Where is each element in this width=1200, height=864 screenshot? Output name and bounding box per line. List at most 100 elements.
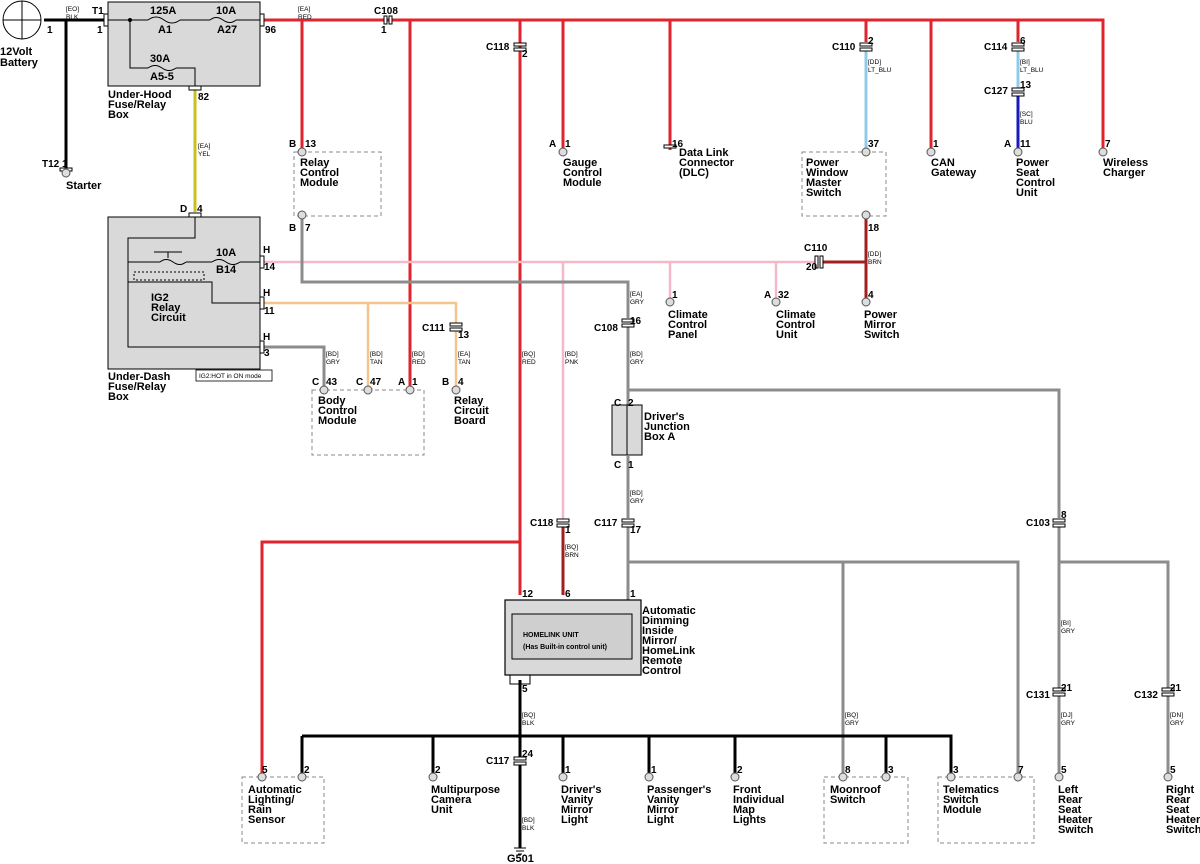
svg-text:43: 43 [326, 377, 338, 388]
svg-text:A: A [398, 377, 405, 388]
svg-text:[BQ]RED: [BQ]RED [522, 351, 536, 366]
svg-text:1: 1 [62, 159, 68, 170]
svg-text:[BD]TAN: [BD]TAN [370, 351, 383, 366]
svg-text:5: 5 [522, 684, 528, 695]
svg-text:[DD]LT_BLU: [DD]LT_BLU [868, 59, 892, 74]
wire-gry-relay [300, 215, 630, 318]
svg-text:[BI]GRY: [BI]GRY [1061, 620, 1076, 635]
svg-text:[BD]BLK: [BD]BLK [522, 817, 535, 832]
svg-text:6: 6 [1020, 36, 1026, 47]
svg-text:A: A [549, 139, 556, 150]
svg-text:1: 1 [47, 25, 53, 36]
svg-text:1: 1 [651, 765, 657, 776]
svg-text:1: 1 [628, 460, 634, 471]
svg-text:[DN]GRY: [DN]GRY [1170, 712, 1185, 727]
svg-text:C110: C110 [804, 243, 828, 254]
svg-text:8: 8 [1061, 510, 1067, 521]
ig2-note-box [195, 369, 273, 382]
svg-text:4: 4 [868, 290, 874, 301]
svg-text:5: 5 [262, 765, 268, 776]
svg-text:C118: C118 [486, 42, 510, 53]
svg-text:[BD]GRY: [BD]GRY [326, 351, 341, 366]
svg-text:B14: B14 [216, 264, 237, 276]
svg-text:C: C [356, 377, 363, 388]
relay-control-module-box [293, 151, 382, 217]
svg-text:32: 32 [778, 290, 790, 301]
svg-text:3: 3 [953, 765, 959, 776]
svg-text:C108: C108 [374, 6, 398, 17]
svg-text:11: 11 [264, 306, 275, 317]
svg-text:13: 13 [305, 139, 317, 150]
svg-text:1: 1 [381, 25, 387, 36]
starter-label: Starter [66, 180, 102, 192]
svg-text:82: 82 [198, 92, 210, 103]
svg-text:7: 7 [1105, 139, 1111, 150]
svg-text:14: 14 [264, 262, 276, 273]
svg-text:7: 7 [1018, 765, 1024, 776]
svg-text:C117: C117 [486, 756, 510, 767]
svg-text:20: 20 [806, 262, 818, 273]
svg-text:7: 7 [305, 223, 311, 234]
wires [44, 18, 1170, 848]
svg-text:C118: C118 [530, 518, 554, 529]
svg-text:16: 16 [630, 316, 642, 327]
battery-icon [2, 0, 42, 40]
svg-text:13: 13 [458, 330, 470, 341]
svg-text:[BD]GRY: [BD]GRY [630, 490, 645, 505]
svg-text:[BD]PNK: [BD]PNK [565, 351, 579, 366]
g501-label: G501 [507, 853, 534, 864]
svg-text:[EA]TAN: [EA]TAN [458, 351, 471, 366]
svg-text:C108: C108 [594, 323, 618, 334]
homelink-text: HOMELINK UNIT(Has Built-in control unit) [523, 632, 607, 651]
wire-code-labels: [EO]BLK [EA]RED [EA]YEL [DD]LT_BLU [BI]L… [66, 6, 1185, 832]
svg-text:A: A [764, 290, 771, 301]
svg-text:H: H [263, 332, 270, 343]
underdash-box [107, 216, 261, 370]
wire-red-auto-light [260, 540, 520, 775]
fuse-icon [209, 17, 237, 23]
svg-text:10A: 10A [216, 247, 236, 259]
svg-text:[EA]GRY: [EA]GRY [630, 291, 645, 306]
svg-text:1: 1 [565, 525, 571, 536]
svg-text:24: 24 [522, 749, 534, 760]
svg-text:2: 2 [522, 49, 528, 60]
auto-light-box [241, 776, 325, 844]
fuse-icon [147, 16, 181, 24]
svg-text:1: 1 [97, 25, 103, 36]
svg-text:T1: T1 [92, 6, 104, 17]
svg-text:A27: A27 [217, 24, 237, 36]
svg-text:1: 1 [672, 290, 678, 301]
connector-labels: T1 T12 C108 C118 C110 C114 C127 C110 C11… [42, 6, 1158, 767]
components [2, 0, 1035, 844]
ig2-note: IG2:HOT in ON mode [199, 373, 262, 380]
svg-text:C103: C103 [1026, 518, 1050, 529]
svg-text:5: 5 [1061, 765, 1067, 776]
svg-text:13: 13 [1020, 80, 1032, 91]
svg-text:B: B [442, 377, 449, 388]
svg-text:C111: C111 [422, 323, 445, 334]
svg-text:47: 47 [370, 377, 382, 388]
svg-text:3: 3 [264, 348, 270, 359]
svg-text:1: 1 [412, 377, 418, 388]
svg-text:5: 5 [1170, 765, 1176, 776]
moonroof-box [823, 776, 909, 844]
svg-text:A: A [1004, 139, 1011, 150]
wire-tan [262, 301, 458, 324]
svg-text:[DJ]GRY: [DJ]GRY [1061, 712, 1076, 727]
svg-text:18: 18 [868, 223, 880, 234]
